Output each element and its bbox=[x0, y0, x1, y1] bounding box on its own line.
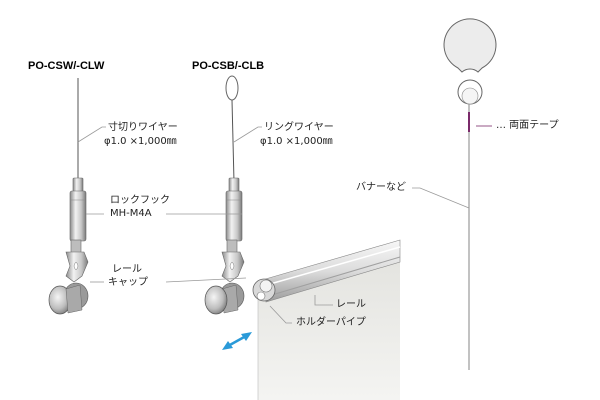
label-cut-wire: 寸切りワイヤー bbox=[108, 122, 178, 133]
holder-pipe-end bbox=[252, 278, 276, 302]
product-code-left: PO-CSW/-CLW bbox=[28, 60, 105, 72]
product-code-right: PO-CSB/-CLB bbox=[192, 60, 265, 72]
label-cut-wire-spec: φ1.0 ×1,000㎜ bbox=[104, 136, 177, 147]
label-ring-wire: リングワイヤー bbox=[264, 122, 334, 133]
slide-arrow-icon bbox=[222, 332, 252, 350]
cross-section-profile bbox=[443, 18, 497, 73]
left-lock-hook-top bbox=[72, 177, 84, 193]
right-assembly bbox=[221, 75, 245, 283]
right-knob bbox=[204, 285, 228, 315]
left-assembly bbox=[48, 78, 89, 315]
right-wire bbox=[231, 99, 235, 183]
left-lock-hook-body bbox=[69, 190, 87, 242]
right-lock-hook-body bbox=[225, 190, 243, 242]
label-rail-cap-line2: キャップ bbox=[108, 277, 148, 288]
label-ring-wire-spec: φ1.0 ×1,000㎜ bbox=[260, 136, 333, 147]
label-rail: レール bbox=[336, 299, 366, 310]
label-rail-cap-line1: レール bbox=[112, 264, 142, 275]
label-banner: バナーなど bbox=[356, 182, 406, 193]
right-lock-hook-top bbox=[228, 177, 240, 193]
banner-sheet bbox=[258, 262, 400, 400]
label-lock-hook: ロックフック bbox=[110, 195, 170, 206]
leader-lines bbox=[77, 125, 492, 324]
label-lock-hook-model: MH-M4A bbox=[110, 208, 152, 219]
label-holder-pipe: ホルダーパイプ bbox=[296, 317, 366, 328]
cross-section bbox=[443, 18, 497, 370]
label-double-tape: … 両面テープ bbox=[496, 120, 559, 131]
banner-and-rail bbox=[204, 239, 401, 400]
ring-loop bbox=[225, 75, 239, 101]
